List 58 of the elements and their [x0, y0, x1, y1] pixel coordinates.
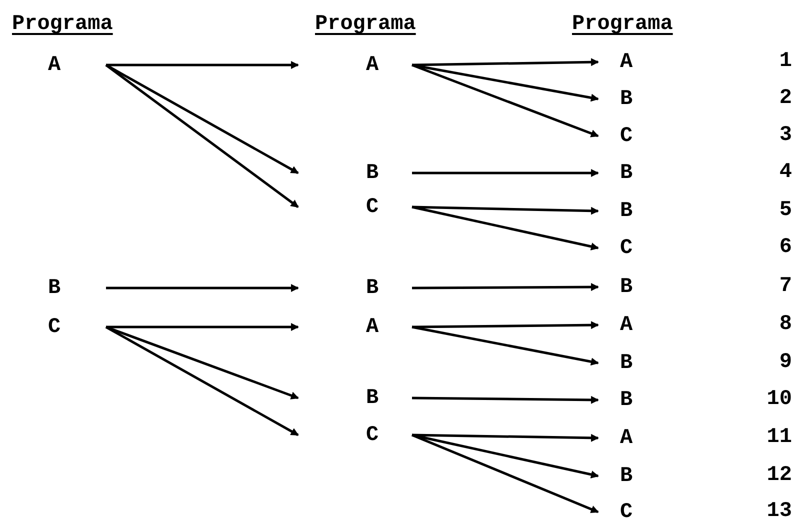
program-letter: B — [620, 200, 633, 222]
arrow — [412, 58, 599, 66]
column-heading: Programa — [315, 14, 416, 35]
arrow — [412, 396, 599, 404]
program-letter: A — [620, 52, 633, 72]
arrow — [412, 64, 599, 102]
program-letter: C — [48, 316, 61, 338]
program-letter: B — [620, 162, 633, 184]
arrow — [412, 326, 599, 366]
program-letter: C — [620, 238, 633, 258]
row-number: 4 — [778, 162, 792, 183]
arrow — [412, 434, 599, 442]
row-number: 3 — [778, 125, 792, 146]
arrow — [412, 169, 599, 177]
program-letter: B — [620, 276, 633, 298]
column-heading: Programa — [572, 14, 673, 35]
arrow — [412, 434, 599, 514]
row-number: 13 — [766, 501, 792, 522]
program-letter: A — [48, 54, 61, 76]
program-letter: B — [366, 278, 379, 298]
program-letter: C — [366, 424, 379, 446]
program-letter: A — [366, 316, 379, 338]
row-number: 5 — [778, 200, 792, 221]
program-letter: B — [366, 162, 379, 184]
row-number: 9 — [778, 352, 792, 373]
column-heading: Programa — [12, 14, 113, 35]
arrow — [412, 283, 599, 292]
row-number: 2 — [778, 88, 792, 109]
program-letter: B — [366, 388, 379, 408]
row-number: 7 — [778, 276, 792, 297]
arrow — [106, 284, 299, 292]
row-number: 12 — [766, 465, 792, 486]
row-number: 6 — [778, 237, 792, 258]
program-letter: A — [366, 54, 379, 76]
arrow — [412, 64, 599, 138]
arrow — [105, 64, 299, 208]
program-letter: B — [48, 278, 61, 298]
arrow — [106, 61, 299, 69]
program-letter: B — [620, 88, 633, 110]
row-number: 1 — [778, 51, 792, 72]
arrow — [412, 434, 599, 478]
arrow — [106, 326, 299, 400]
arrow — [412, 321, 599, 330]
program-letter: A — [620, 314, 633, 336]
program-letter: C — [366, 196, 379, 218]
arrow — [412, 206, 599, 215]
program-letter: B — [620, 352, 633, 374]
program-letter: B — [620, 390, 633, 410]
row-number: 11 — [766, 427, 792, 448]
row-number: 8 — [778, 314, 792, 335]
arrow — [412, 206, 599, 250]
program-letter: B — [620, 466, 633, 486]
arrow — [106, 323, 299, 331]
program-letter: C — [620, 502, 633, 522]
row-number: 10 — [766, 389, 792, 410]
arrow — [105, 326, 299, 436]
program-letter: C — [620, 126, 633, 146]
program-letter: A — [620, 428, 633, 448]
